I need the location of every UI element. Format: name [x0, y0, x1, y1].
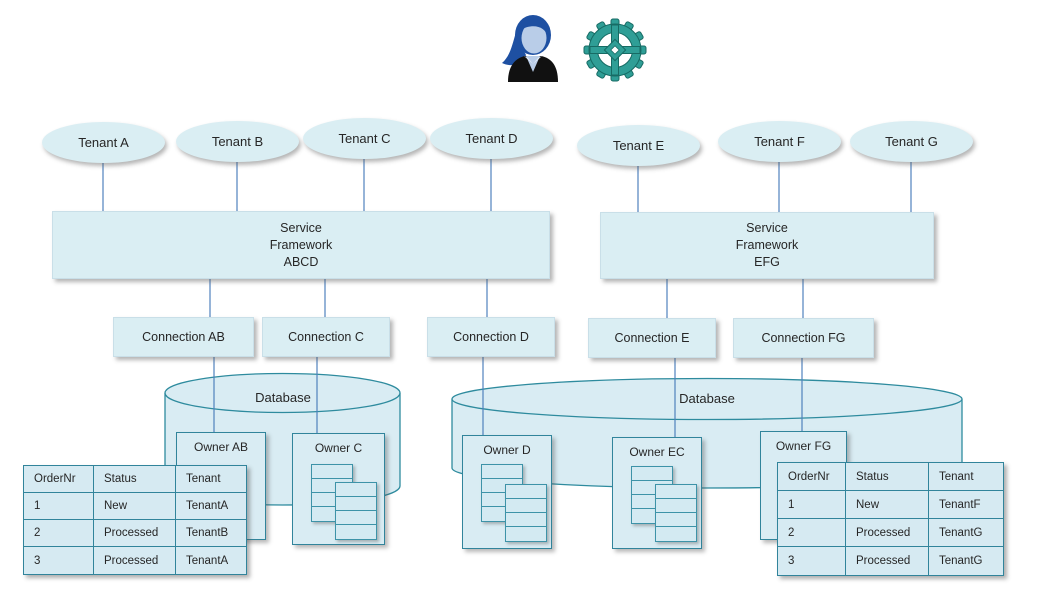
connection-label: Connection E [614, 331, 690, 345]
tenant-g-node[interactable]: Tenant G [850, 121, 973, 162]
column-header: OrderNr [24, 466, 94, 493]
table-row: 2 Processed TenantG [778, 519, 1003, 547]
connection-ab-node[interactable]: Connection AB [113, 317, 254, 357]
tenant-a-node[interactable]: Tenant A [42, 122, 165, 163]
tenant-label: Tenant E [612, 138, 665, 153]
tenant-label: Tenant F [754, 134, 805, 149]
table-cell: 3 [24, 547, 94, 574]
framework-line: Framework [269, 237, 333, 252]
table-cell: 2 [778, 519, 846, 547]
tenant-b-node[interactable]: Tenant B [176, 121, 299, 162]
connection-d-node[interactable]: Connection D [427, 317, 555, 357]
table-cell: 3 [778, 547, 846, 575]
database-label-left: Database [255, 390, 311, 405]
tenant-d-node[interactable]: Tenant D [430, 118, 553, 159]
connection-label: Connection D [453, 330, 529, 344]
owner-label: Owner EC [629, 445, 685, 459]
table-cell: New [94, 493, 176, 520]
service-framework-efg-node[interactable]: Service Framework EFG [600, 212, 934, 279]
tenant-c-node[interactable]: Tenant C [303, 118, 426, 159]
gear-icon [582, 17, 648, 88]
table-cell: Processed [94, 547, 176, 574]
connection-label: Connection AB [142, 330, 225, 344]
connection-c-node[interactable]: Connection C [262, 317, 390, 357]
framework-line: EFG [754, 255, 780, 269]
mini-table-icon [335, 482, 377, 540]
order-table-abcd: OrderNr Status Tenant 1 New TenantA 2 Pr… [23, 465, 247, 575]
tenant-label: Tenant B [211, 134, 264, 149]
owner-label: Owner FG [775, 439, 832, 453]
table-cell: New [846, 491, 929, 519]
framework-line: Service [280, 220, 322, 235]
column-header: Status [94, 466, 176, 493]
database-label-right: Database [679, 391, 735, 406]
connection-e-node[interactable]: Connection E [588, 318, 716, 358]
owner-label: Owner AB [193, 440, 249, 454]
businesswoman-icon [497, 8, 569, 89]
owner-d-node[interactable]: Owner D [462, 435, 552, 549]
table-cell: TenantF [929, 491, 1003, 519]
table-cell: 1 [778, 491, 846, 519]
column-header: Status [846, 463, 929, 491]
connection-label: Connection C [288, 330, 364, 344]
tenant-label: Tenant D [465, 131, 518, 146]
order-table-efg: OrderNr Status Tenant 1 New TenantF 2 Pr… [777, 462, 1004, 576]
table-cell: 1 [24, 493, 94, 520]
column-header: Tenant [929, 463, 1003, 491]
owner-label: Owner C [314, 441, 363, 455]
owner-label: Owner D [483, 443, 531, 457]
framework-line: ABCD [283, 254, 319, 269]
table-cell: TenantB [176, 520, 246, 547]
connection-label: Connection FG [761, 331, 846, 345]
column-header: Tenant [176, 466, 246, 493]
service-framework-abcd-node[interactable]: Service Framework ABCD [52, 211, 550, 279]
table-row: 1 New TenantF [778, 491, 1003, 519]
table-cell: TenantG [939, 555, 983, 567]
table-cell: Processed [94, 520, 176, 547]
table-row: 2 Processed TenantB [24, 520, 246, 547]
table-cell: Processed [846, 519, 929, 547]
database-cylinder-right [451, 377, 963, 489]
table-row: 3 Processed TenantA [24, 547, 246, 574]
tenant-f-node[interactable]: Tenant F [718, 121, 841, 162]
mini-table-icon [505, 484, 547, 542]
table-cell: TenantA [186, 554, 229, 567]
tenant-label: Tenant A [78, 135, 129, 150]
framework-line: Service [746, 221, 788, 235]
column-header: OrderNr [778, 463, 846, 491]
table-header-row: OrderNr Status Tenant [24, 466, 246, 493]
tenant-label: Tenant C [338, 131, 391, 146]
table-cell: 2 [24, 520, 94, 547]
table-cell: Processed [846, 547, 929, 575]
connection-fg-node[interactable]: Connection FG [733, 318, 874, 358]
tenant-label: Tenant G [885, 134, 938, 149]
table-cell: TenantA [176, 493, 246, 520]
table-row: 1 New TenantA [24, 493, 246, 520]
table-cell: TenantG [929, 519, 1003, 547]
mini-table-icon [655, 484, 697, 542]
table-header-row: OrderNr Status Tenant [778, 463, 1003, 491]
owner-c-node[interactable]: Owner C [292, 433, 385, 545]
tenant-e-node[interactable]: Tenant E [577, 125, 700, 166]
framework-line: Framework [735, 238, 799, 252]
connector-lines [102, 156, 912, 444]
table-row: 3 Processed TenantG [778, 547, 1003, 575]
owner-ec-node[interactable]: Owner EC [612, 437, 702, 549]
